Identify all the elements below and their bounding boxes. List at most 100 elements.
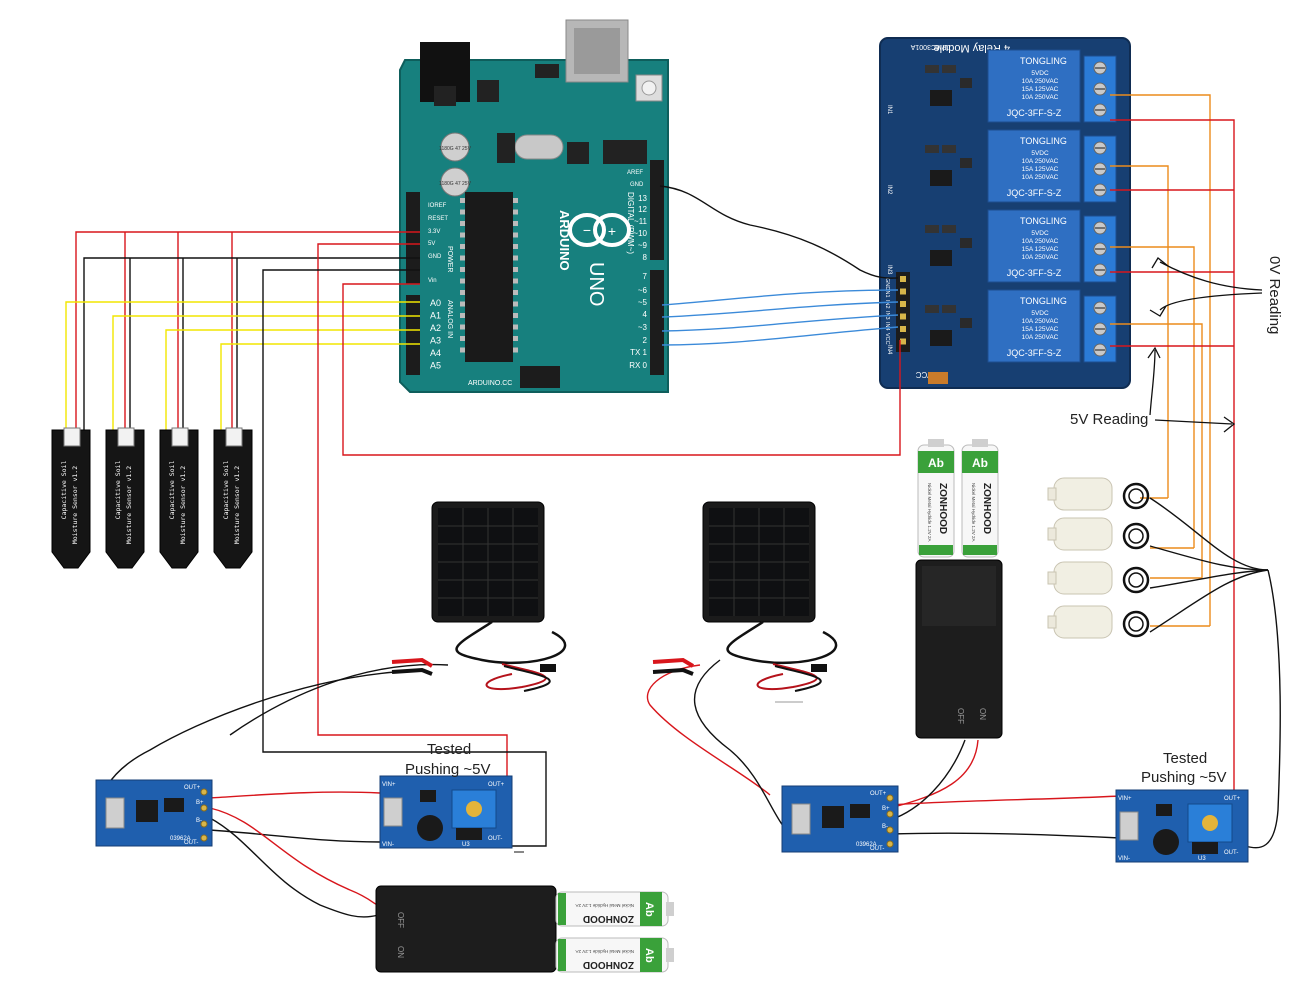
wire-pump-gnd [1149,497,1269,571]
digital-pin-label: 13 [638,194,647,203]
pump-wire-coil [1122,610,1150,638]
relay-terminal-block [1083,135,1117,203]
wire-charger-battery-black [209,817,379,918]
wire-gnd-to-boost [262,269,547,847]
wire-charger-battery-red [209,807,379,906]
arrow-0v-upper [1159,261,1263,291]
boost-u3-label: U3 [1198,856,1206,862]
wire-box-charger-black [889,739,966,821]
wire-solar-right-red [646,664,771,796]
analog-pin-label: A3 [430,336,441,346]
micro-usb-port [383,797,403,827]
micro-usb-port [791,803,811,835]
capacitor [440,167,470,197]
charger-chip [822,806,844,828]
relay-module-part: JPMC3001A [910,43,950,50]
relay-brand: TONGLING [1020,56,1067,66]
digital-header-bottom [650,270,664,375]
potentiometer [1187,803,1233,843]
relay-input-label: IN2 [886,185,892,195]
arduino-logo: − + [568,213,631,247]
sensor-label-line2: Moisture Sensor v1.2 [71,466,79,544]
digital-pin-label: 8 [643,253,648,262]
micro-usb-port [105,797,125,829]
boost-vin-minus: VIN- [382,842,394,848]
battery-brand: ZONHOOD [981,483,992,534]
charger-b-minus: B- [882,824,888,830]
relay-spec: 10A 250VAC [1022,318,1059,325]
charger-b-minus: B- [196,818,202,824]
battery-box-switch-on: ON [978,708,987,720]
digital-header-label: DIGITAL (PWM~) [626,192,635,254]
relay-input-label: IN4 [886,345,892,355]
relay-spec: 10A 250VAC [1022,254,1059,261]
analog-pin-label: A4 [430,348,441,358]
sensor-connector [63,427,81,447]
boost-out-minus: OUT- [488,836,502,842]
capacitor-label: 1180G 47 25V [439,181,472,187]
wire-d4-in2 [661,301,899,318]
inductor [417,815,443,841]
wire-d5-in1 [661,289,899,306]
capacitor-label: 1180G 47 25V [439,146,472,152]
analog-pin-label: A1 [430,311,441,321]
wire-sensor-a1 [112,315,420,430]
sensor-label-line2: Moisture Sensor v1.2 [125,466,133,544]
battery-box-switch-on-left: ON [396,946,405,958]
digital-header-top [650,160,664,260]
charger-chip-label: 03962A [856,842,877,848]
svg-text:−: − [583,222,591,238]
boost-vin-plus: VIN+ [1118,796,1132,802]
wire-sensor-a3 [220,343,420,430]
charger-out-minus: OUT- [870,846,884,852]
arrow-5v-up [1149,349,1156,416]
relay-model: JQC-3FF-S-Z [1007,188,1062,198]
charger-out-minus: OUT- [184,840,198,846]
water-pump [1047,477,1150,511]
annotation-0v-reading: 0V Reading [1266,256,1283,334]
gnd-pin-label: GND [428,254,442,260]
relay-model: JQC-3FF-S-Z [1007,268,1062,278]
battery-badge: Ab [643,948,655,963]
alligator-clip-black [652,667,694,676]
analog-pin-label: A2 [430,323,441,333]
digital-pin-label: RX 0 [629,361,647,370]
water-pump [1047,517,1150,551]
relay-spec: 10A 250VAC [1022,158,1059,165]
reset-pin-label: RESET [428,216,448,222]
alligator-clip-black [391,667,433,676]
wire-box-charger-red [889,739,979,809]
relay-pin-label: GND [884,278,890,290]
solar-panels [391,501,838,692]
arrow-0v-lower [1159,292,1263,311]
charger-out-plus: OUT+ [184,785,201,791]
sensor-label-line2: Moisture Sensor v1.2 [233,466,241,544]
relay-spec: 10A 250VAC [1022,94,1059,101]
sensor-label-line1: Capacitive Soil [222,461,230,520]
power-header-label: POWER [446,246,453,272]
relay-spec: 15A 125VAC [1022,86,1059,93]
wire-sensor-vcc [75,231,420,430]
charger-chip [136,800,158,822]
relay-brand: TONGLING [1020,216,1067,226]
sensor-label-line2: Moisture Sensor v1.2 [179,466,187,544]
arduino-uno-board: 1180G 47 25V 1180G 47 25V − + ARDUINO UN… [399,19,669,393]
vin-pin-label: Vin [428,278,437,284]
wires [65,94,1281,918]
relay-spec: 5VDC [1031,230,1049,237]
v5-pin-label: 5V [428,241,435,247]
arduino-site: ARDUINO.CC [468,380,512,387]
boost-converter: VIN+VIN-OUT+OUT-U3 [379,775,513,849]
